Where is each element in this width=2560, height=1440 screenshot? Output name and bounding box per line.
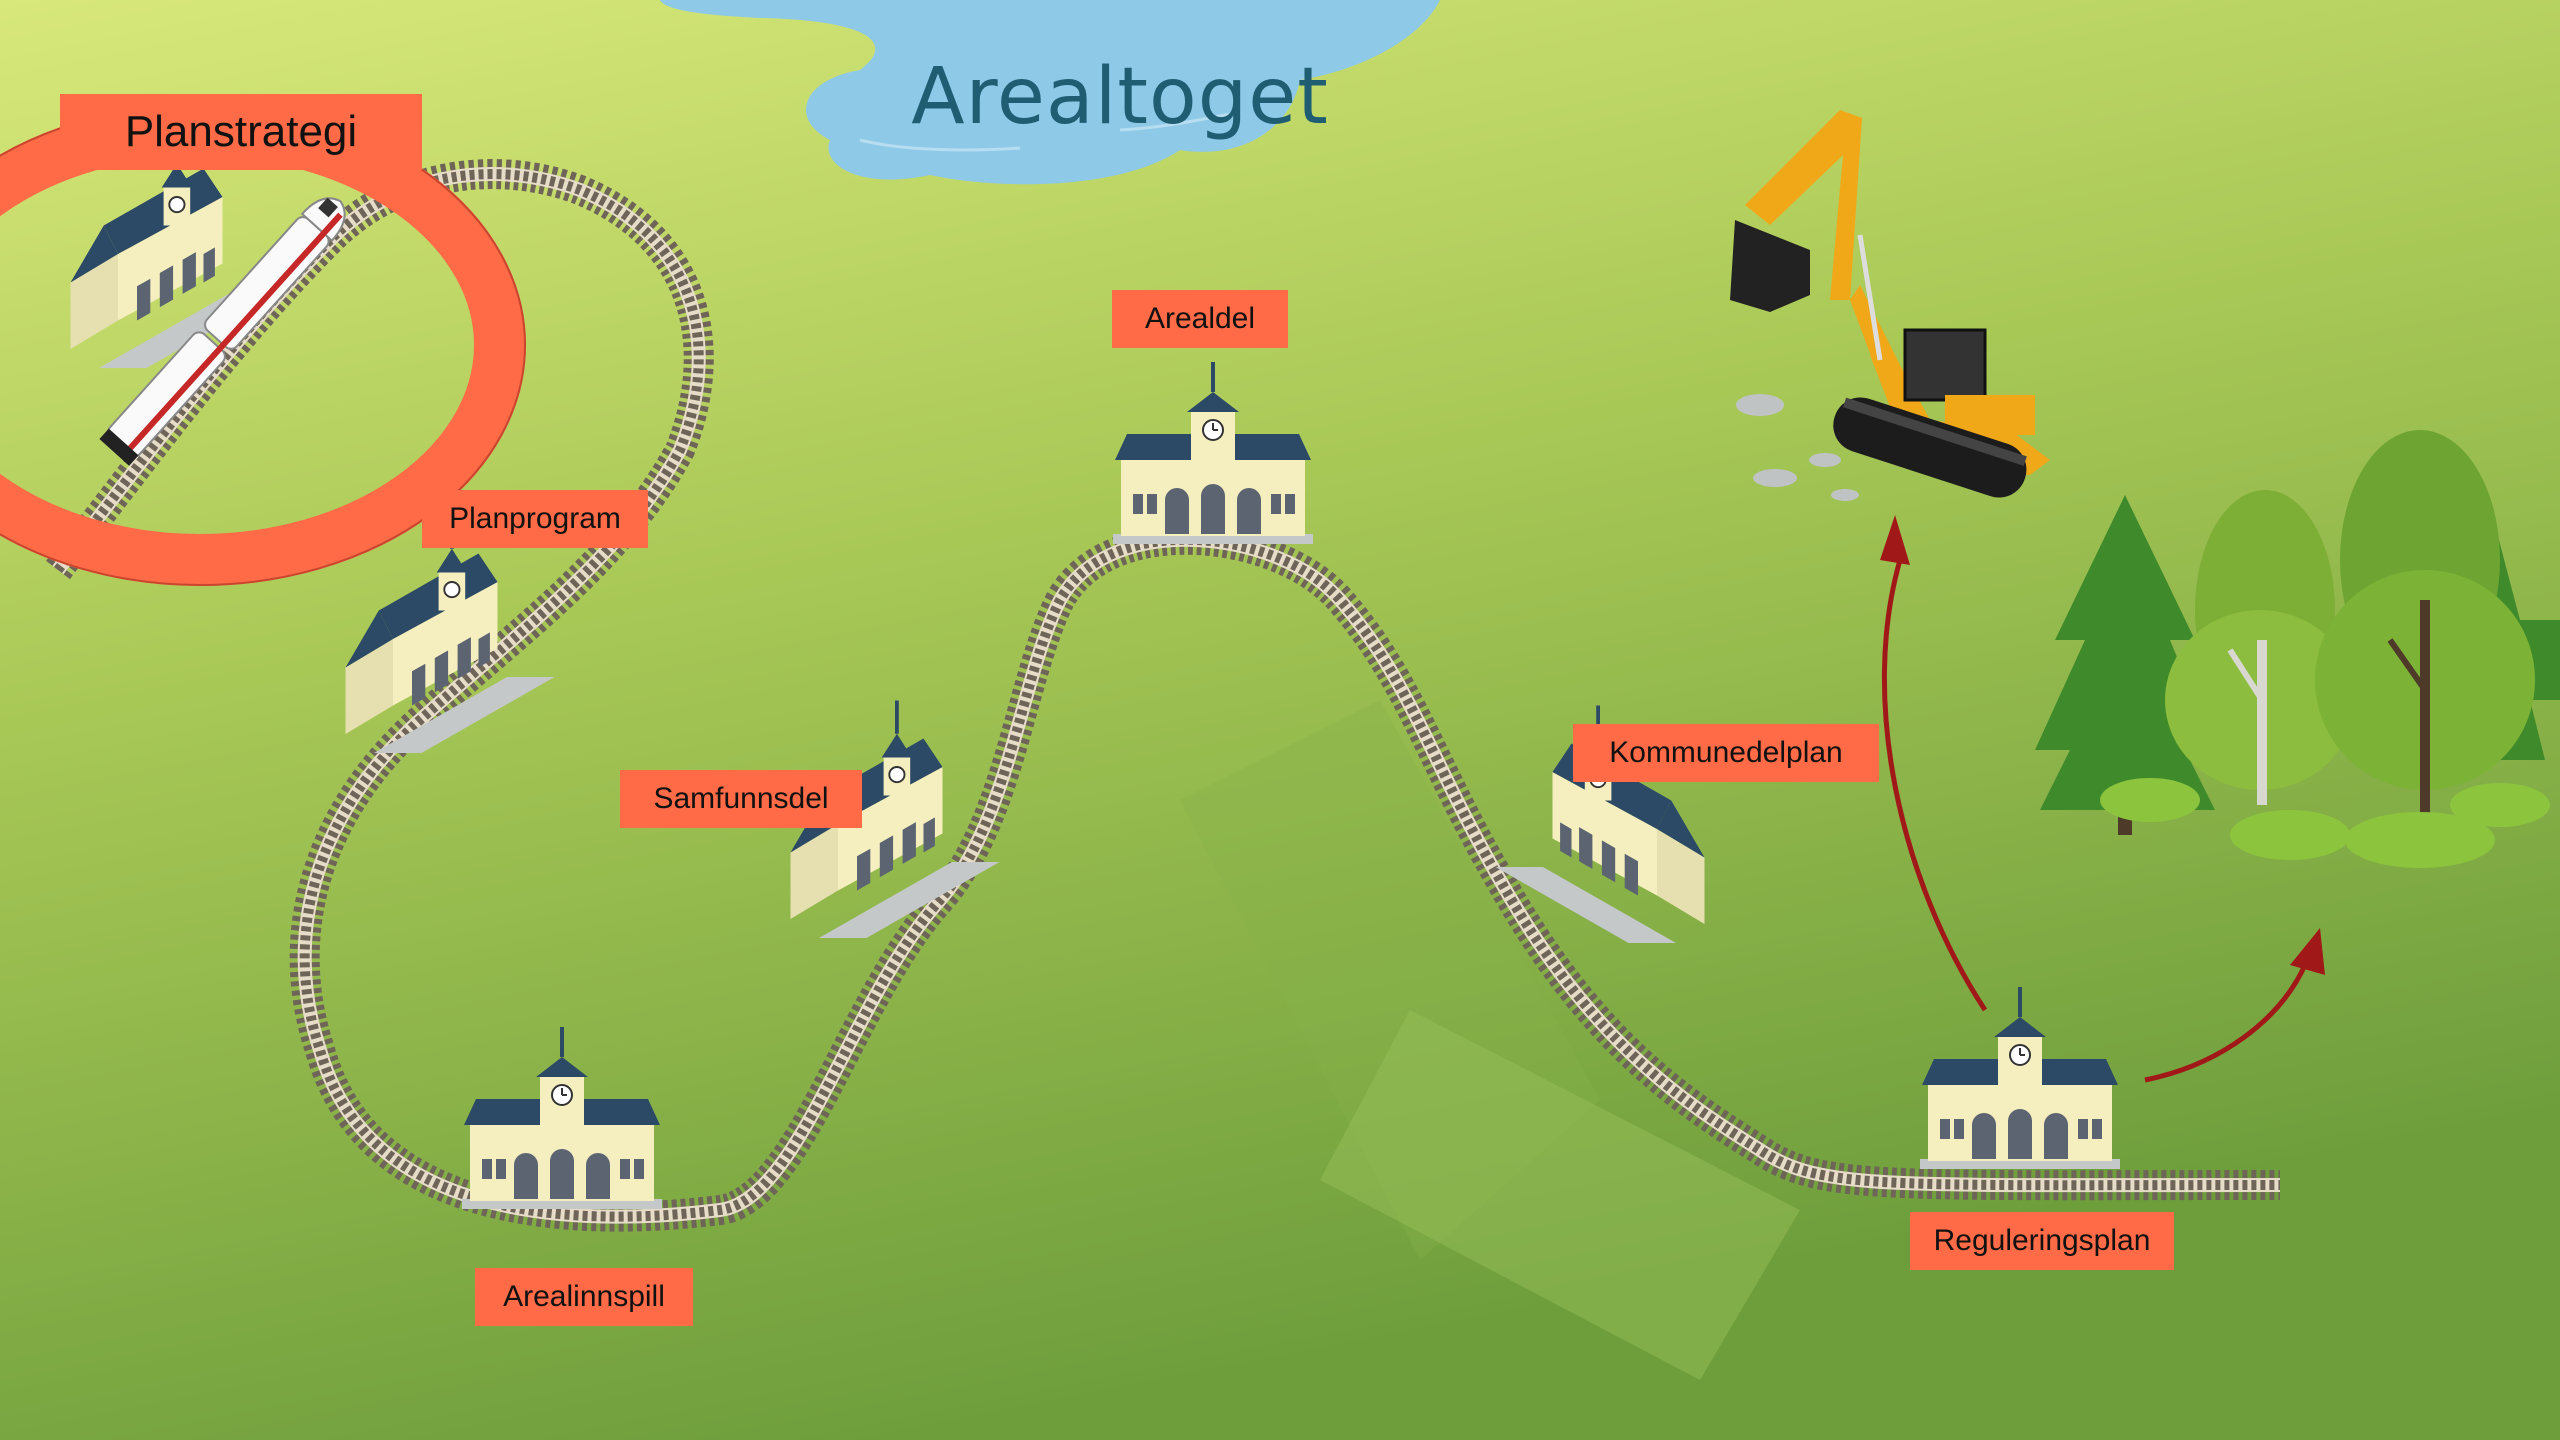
diagram-title: Arealtoget (911, 52, 1329, 142)
railway-track (46, 159, 2281, 1232)
terrain-shape (1320, 1010, 1800, 1380)
label-arealdel: Arealdel (1112, 290, 1288, 348)
arrow (1880, 515, 1988, 1012)
label-planstrategi: Planstrategi (60, 94, 422, 170)
arrow (2144, 928, 2325, 1083)
train-icon (99, 197, 346, 466)
label-kommunedelplan: Kommunedelplan (1573, 724, 1879, 782)
excavator-icon (1730, 110, 2050, 501)
label-samfunnsdel: Samfunnsdel (620, 770, 862, 828)
lake (660, 0, 1440, 185)
forest-icon (2035, 430, 2560, 868)
label-reguleringsplan: Reguleringsplan (1910, 1212, 2174, 1270)
label-planprogram: Planprogram (422, 490, 648, 548)
label-arealinnspill: Arealinnspill (475, 1268, 693, 1326)
